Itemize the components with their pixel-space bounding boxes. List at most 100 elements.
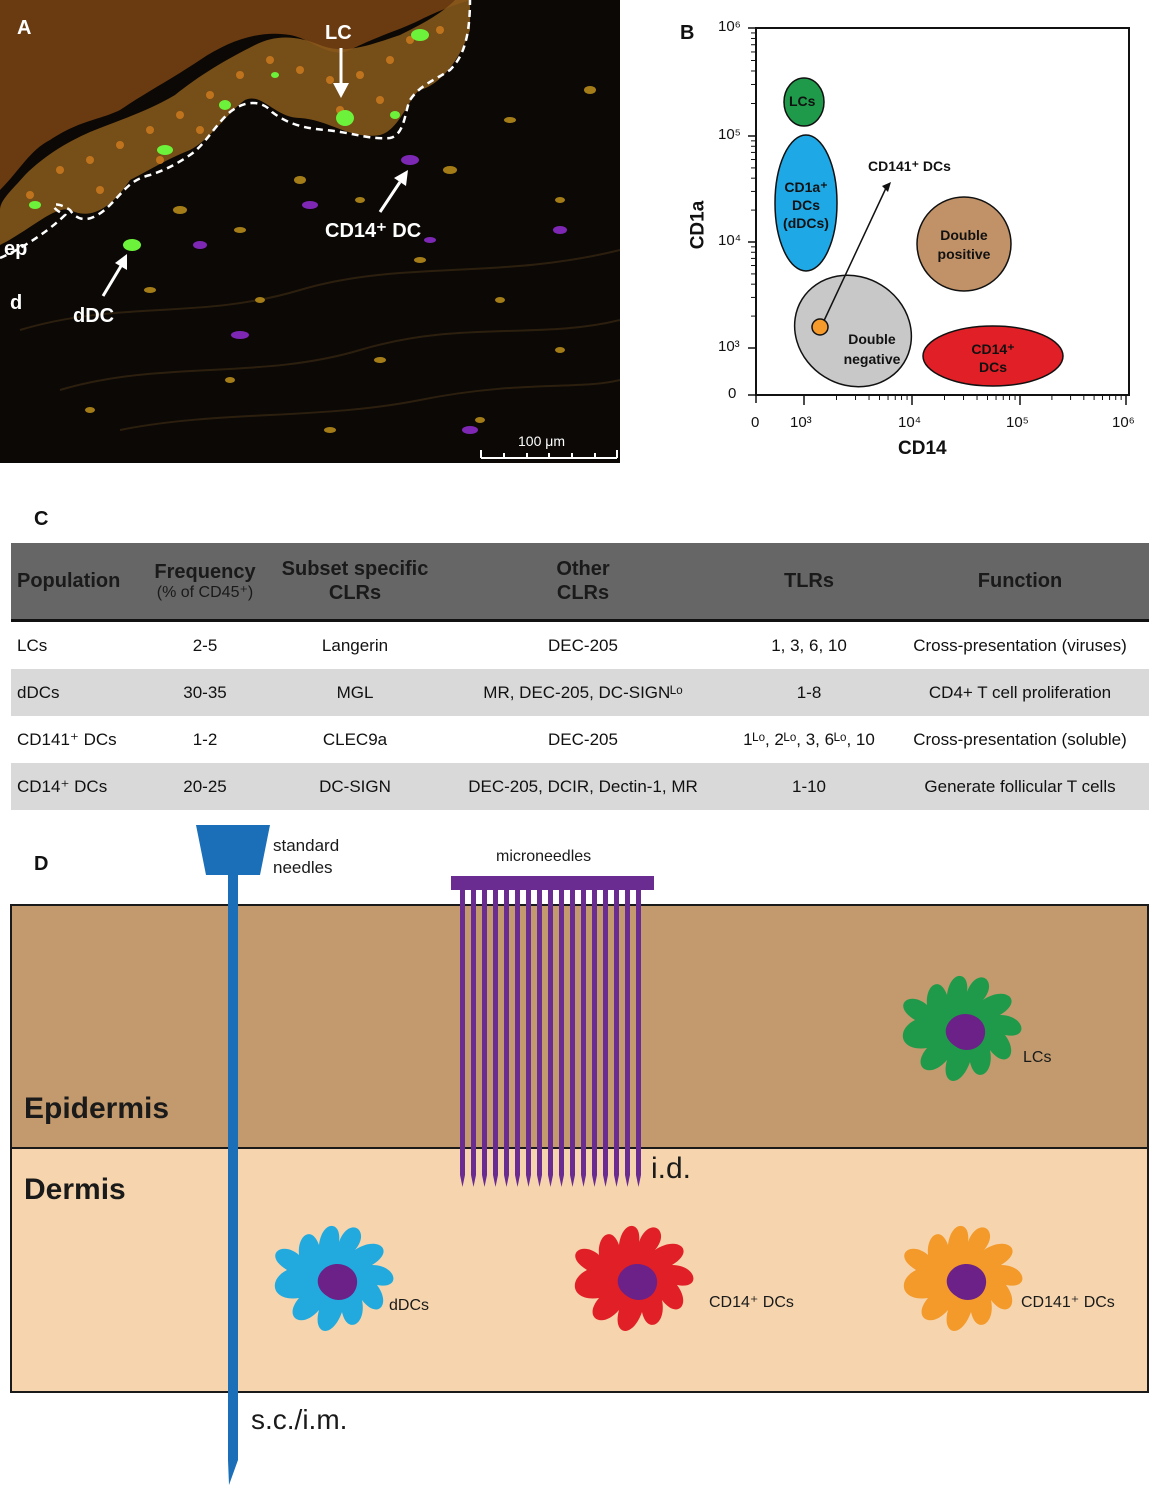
microneedle-array (451, 876, 654, 1187)
cell-population: dDCs (11, 669, 139, 716)
cell-function: Generate follicular T cells (891, 763, 1149, 810)
microneedle-spike (493, 890, 498, 1187)
lc-cells (29, 29, 429, 251)
microneedle-spike (592, 890, 597, 1187)
panel-c-letter: C (34, 508, 49, 530)
microneedle-spike (559, 890, 564, 1187)
y-ticks (748, 27, 756, 396)
x-ticks (755, 395, 1127, 405)
cell-subset-clrs: DC-SIGN (271, 763, 439, 810)
double-negative-gate (793, 274, 913, 388)
table-row: LCs 2-5 Langerin DEC-205 1, 3, 6, 10 Cro… (11, 621, 1149, 670)
d-label: d (10, 292, 23, 314)
flow-plot: 10⁶ 10⁵ 10⁴ 10³ 0 0 10³ 10⁴ 10⁵ 10⁶ CD14… (687, 18, 1140, 468)
epidermis-tissue (0, 0, 470, 225)
dc-subsets-table: Population Frequency(% of CD45⁺) Subset … (11, 543, 1149, 810)
skin-micrograph (0, 0, 620, 459)
header-frequency: Frequency(% of CD45⁺) (139, 543, 271, 622)
cell-population: CD14⁺ DCs (11, 763, 139, 810)
ddcs-cell (274, 1225, 394, 1331)
cd141-label: CD141⁺ DCs (868, 158, 951, 174)
cd1a-gate-label-line1: CD1a⁺ (784, 179, 828, 195)
header-population: Population (11, 543, 139, 622)
microneedle-spike (471, 890, 476, 1187)
cd141-dcs-gate (811, 318, 829, 336)
cell-frequency: 30-35 (139, 669, 271, 716)
ep-label: ep (4, 238, 28, 260)
cd14-gate-label-line2: DCs (978, 359, 1007, 375)
microneedle-spike (482, 890, 487, 1187)
cell-tlrs: 1-10 (727, 763, 891, 810)
flow-plot-svg (748, 27, 1130, 405)
ddc-label: dDC (73, 305, 115, 327)
cd14-cells (193, 155, 567, 434)
microneedle-spike (526, 890, 531, 1187)
plot-frame (755, 27, 1130, 396)
cd14-dcs-cell-label: CD14⁺ DCs (709, 1294, 794, 1311)
cell-function: Cross-presentation (soluble) (913, 729, 1127, 749)
ddcs-cell-label: dDCs (389, 1297, 430, 1314)
cell-function: CD4+ T cell proliferation (891, 669, 1149, 716)
cd14-dc-label: CD14⁺ DC (325, 220, 422, 242)
x-tick-1e3: 10³ (790, 414, 812, 431)
cell-other-clrs: DEC-205 (548, 635, 618, 655)
microneedle-spike (460, 890, 465, 1187)
cd14-dcs-cell (574, 1225, 694, 1331)
cd141-arrow-line (821, 187, 887, 326)
dermis-label: Dermis (24, 1173, 126, 1206)
y-tick-1e4: 10⁴ (718, 232, 742, 249)
cell-tlrs: 1-8 (727, 669, 891, 716)
lc-label: LC (325, 22, 352, 44)
skin-schematic (10, 825, 1149, 1485)
cd141-arrowhead (882, 182, 891, 192)
lcs-gate-label: LCs (789, 93, 816, 109)
micrograph-panel: A LC CD14⁺ DC dDC ep d 100 μm (0, 0, 620, 463)
header-function: Function (891, 543, 1149, 622)
table-row: dDCs 30-35 MGL MR, DEC-205, DC-SIGNᴸᵒ 1-… (11, 669, 1149, 716)
sc-im-route-label: s.c./i.m. (251, 1404, 348, 1435)
cell-other-clrs: DEC-205 (548, 729, 618, 749)
y-tick-1e3: 10³ (718, 338, 740, 355)
cd14-gate-label: CD14⁺ DCs (953, 340, 1033, 376)
cd1a-gate-label: CD1a⁺ DCs (dDCs) (776, 178, 836, 232)
microneedle-spike (504, 890, 509, 1187)
x-axis-label: CD14 (898, 438, 947, 459)
cell-frequency: 2-5 (192, 635, 218, 655)
microneedle-spike (515, 890, 520, 1187)
cell-other-clrs: DEC-205, DCIR, Dectin-1, MR (439, 763, 727, 810)
double-negative-label-line2: negative (843, 351, 901, 367)
y-tick-1e6: 10⁶ (718, 18, 741, 35)
x-tick-1e4: 10⁴ (898, 414, 922, 431)
y-tick-1e5: 10⁵ (718, 126, 741, 143)
lcs-cell-label: LCs (1023, 1049, 1052, 1066)
cell-subset-clrs: MGL (271, 669, 439, 716)
header-tlrs: TLRs (727, 543, 891, 622)
epidermis-band (0, 0, 470, 245)
cell-subset-clrs: Langerin (321, 635, 389, 655)
double-positive-label: Double positive (919, 226, 1009, 264)
cell-frequency: 20-25 (139, 763, 271, 810)
cell-population: CD141⁺ DCs (17, 729, 117, 749)
microneedle-spike (548, 890, 553, 1187)
x-tick-0: 0 (751, 414, 760, 431)
cd141-dcs-cell (903, 1225, 1023, 1331)
table-row: CD141⁺ DCs 1-2 CLEC9a DEC-205 1ᴸᵒ, 2ᴸᵒ, … (11, 716, 1149, 763)
panel-b-letter: B (680, 22, 695, 44)
y-tick-0: 0 (728, 385, 737, 402)
table-row: CD14⁺ DCs 20-25 DC-SIGN DEC-205, DCIR, D… (11, 763, 1149, 810)
standard-needles-label: standard needles (273, 836, 340, 877)
microneedle-spike (603, 890, 608, 1187)
lcs-cell (902, 975, 1022, 1081)
cd1a-gate-label-line2: DCs (791, 197, 820, 213)
cd141-dcs-cell-label: CD141⁺ DCs (1021, 1294, 1115, 1311)
double-negative-label-line1: Double (848, 331, 896, 347)
cell-other-clrs: MR, DEC-205, DC-SIGNᴸᵒ (439, 669, 727, 716)
cell-population: LCs (17, 635, 48, 655)
x-tick-1e5: 10⁵ (1006, 414, 1029, 431)
cd1a-gate-label-line3: (dDCs) (783, 215, 829, 231)
basement-membrane-line (0, 0, 472, 260)
panel-a-letter: A (17, 17, 32, 39)
table-header-row: Population Frequency(% of CD45⁺) Subset … (11, 543, 1149, 622)
microneedle-spike (625, 890, 630, 1187)
